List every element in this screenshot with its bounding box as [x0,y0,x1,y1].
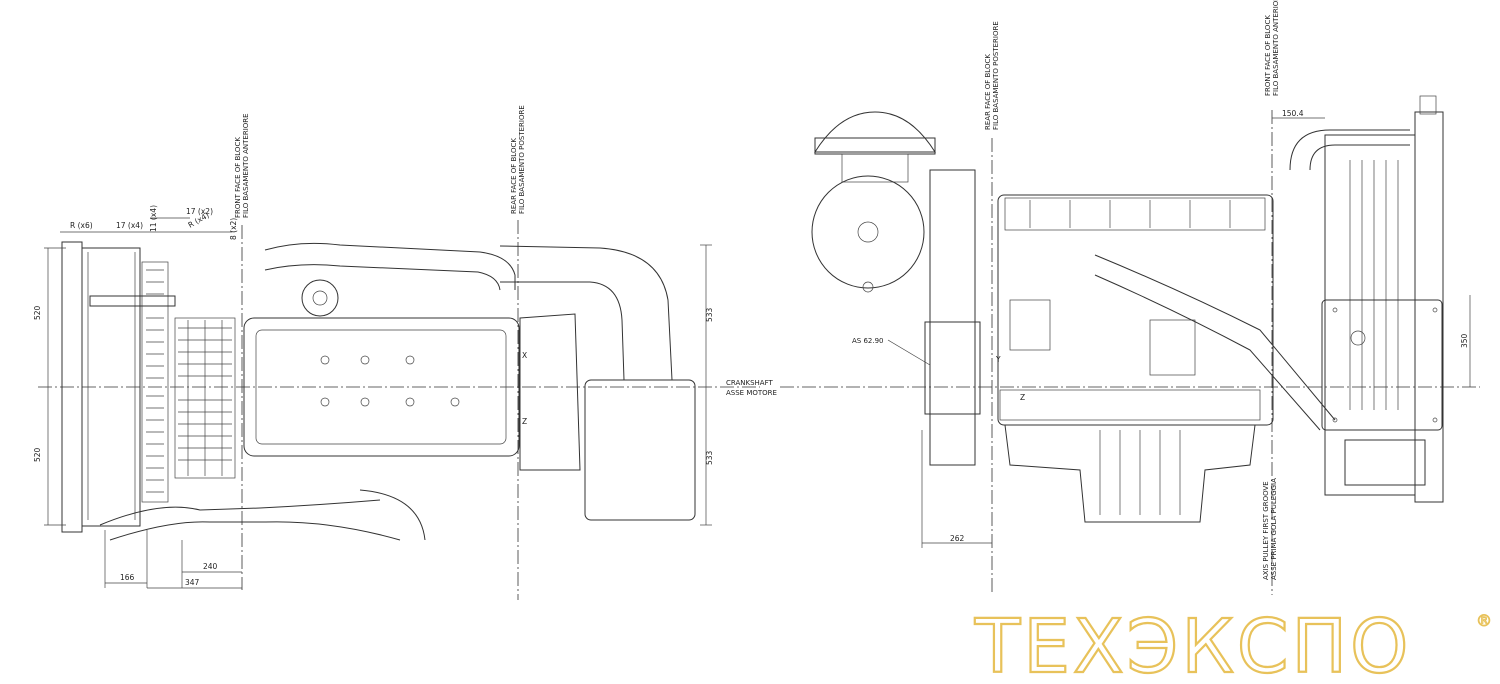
side-view: AS 62.90 262 150.4 350 Y Z REAR FACE OF … [780,0,1480,595]
turbocharger [301,279,339,317]
label-front-face-side-it: FILO BASAMENTO ANTERIORE [1272,0,1280,96]
label-pulley-en: AXIS PULLEY FIRST GROOVE [1262,481,1270,580]
muffler [584,379,696,521]
label-front-face-side-en: FRONT FACE OF BLOCK [1264,15,1272,96]
dim-520-bottom: 520 [33,447,42,462]
air-filter-body [811,175,925,289]
fan-bracket [1321,299,1443,431]
dim-533-top: 533 [705,307,714,322]
lower-pipe-1 [99,499,381,526]
ecu-module [1149,319,1196,376]
bellhousing-flange [924,321,981,415]
air-filter-cap [814,111,936,153]
bellhousing [929,169,976,466]
axis-z-right: Z [1020,393,1025,402]
exhaust-pipe-outer [499,245,673,381]
engine-block [243,317,520,457]
axis-y-right: Y [995,355,1001,364]
label-pulley-it: ASSE PRIMA GOLA PULEGGIA [1270,478,1278,580]
dim-262: 262 [950,534,965,543]
oil-pan [1004,424,1256,523]
lower-pipe-2 [359,489,426,541]
axis-z-left: Z [522,417,527,426]
top-view: 520 520 533 533 240 166 347 R (x6) 17 (x… [33,105,777,600]
dim-240: 240 [203,562,218,571]
fan-grille [174,317,236,479]
label-crankshaft-it: ASSE MOTORE [726,389,777,397]
radiator-tank [1414,111,1444,503]
label-rear-face-it: FILO BASAMENTO POSTERIORE [518,105,526,214]
dim-r-x6: R (x6) [70,221,93,230]
upper-hose [1289,129,1410,171]
dim-533-bottom: 533 [705,450,714,465]
intake-pipe [264,242,516,290]
exhaust-pipe-inner [500,281,625,381]
dim-17-x4: 17 (x4) [116,221,143,230]
brand-name: ТЕХЭКСПО [974,604,1411,684]
dim-8-x2: 8 (x2) [229,218,238,240]
radiator-side [1324,134,1416,496]
dim-347: 347 [185,578,200,587]
dim-17-x2: 17 (x2) [186,207,213,216]
label-crankshaft-en: CRANKSHAFT [726,379,773,387]
dim-11-x4: 11 (x4) [149,205,158,232]
dim-350: 350 [1460,333,1469,348]
label-rear-face-side-it: FILO BASAMENTO POSTERIORE [992,21,1000,130]
engine-block-side [997,194,1274,426]
radiator-fins [141,261,169,503]
lower-tank [1344,439,1426,486]
label-front-face-it: FILO BASAMENTO ANTERIORE [242,113,250,218]
axis-x-left: X [522,351,527,360]
dim-166: 166 [120,573,135,582]
dim-520-top: 520 [33,305,42,320]
label-front-face-en: FRONT FACE OF BLOCK [234,137,242,218]
registered-mark: ® [1476,611,1492,630]
label-rear-face-side-en: REAR FACE OF BLOCK [984,54,992,130]
label-as: AS 62.90 [852,337,884,345]
flywheel-housing [519,313,581,471]
upper-pipe [89,295,176,307]
brand-logo: ТЕХЭКСПО ® [973,603,1493,684]
radiator-core-frame [81,247,141,527]
dim-150: 150.4 [1282,109,1304,118]
charge-air-pipe [1094,254,1336,421]
label-rear-face-en: REAR FACE OF BLOCK [510,138,518,214]
